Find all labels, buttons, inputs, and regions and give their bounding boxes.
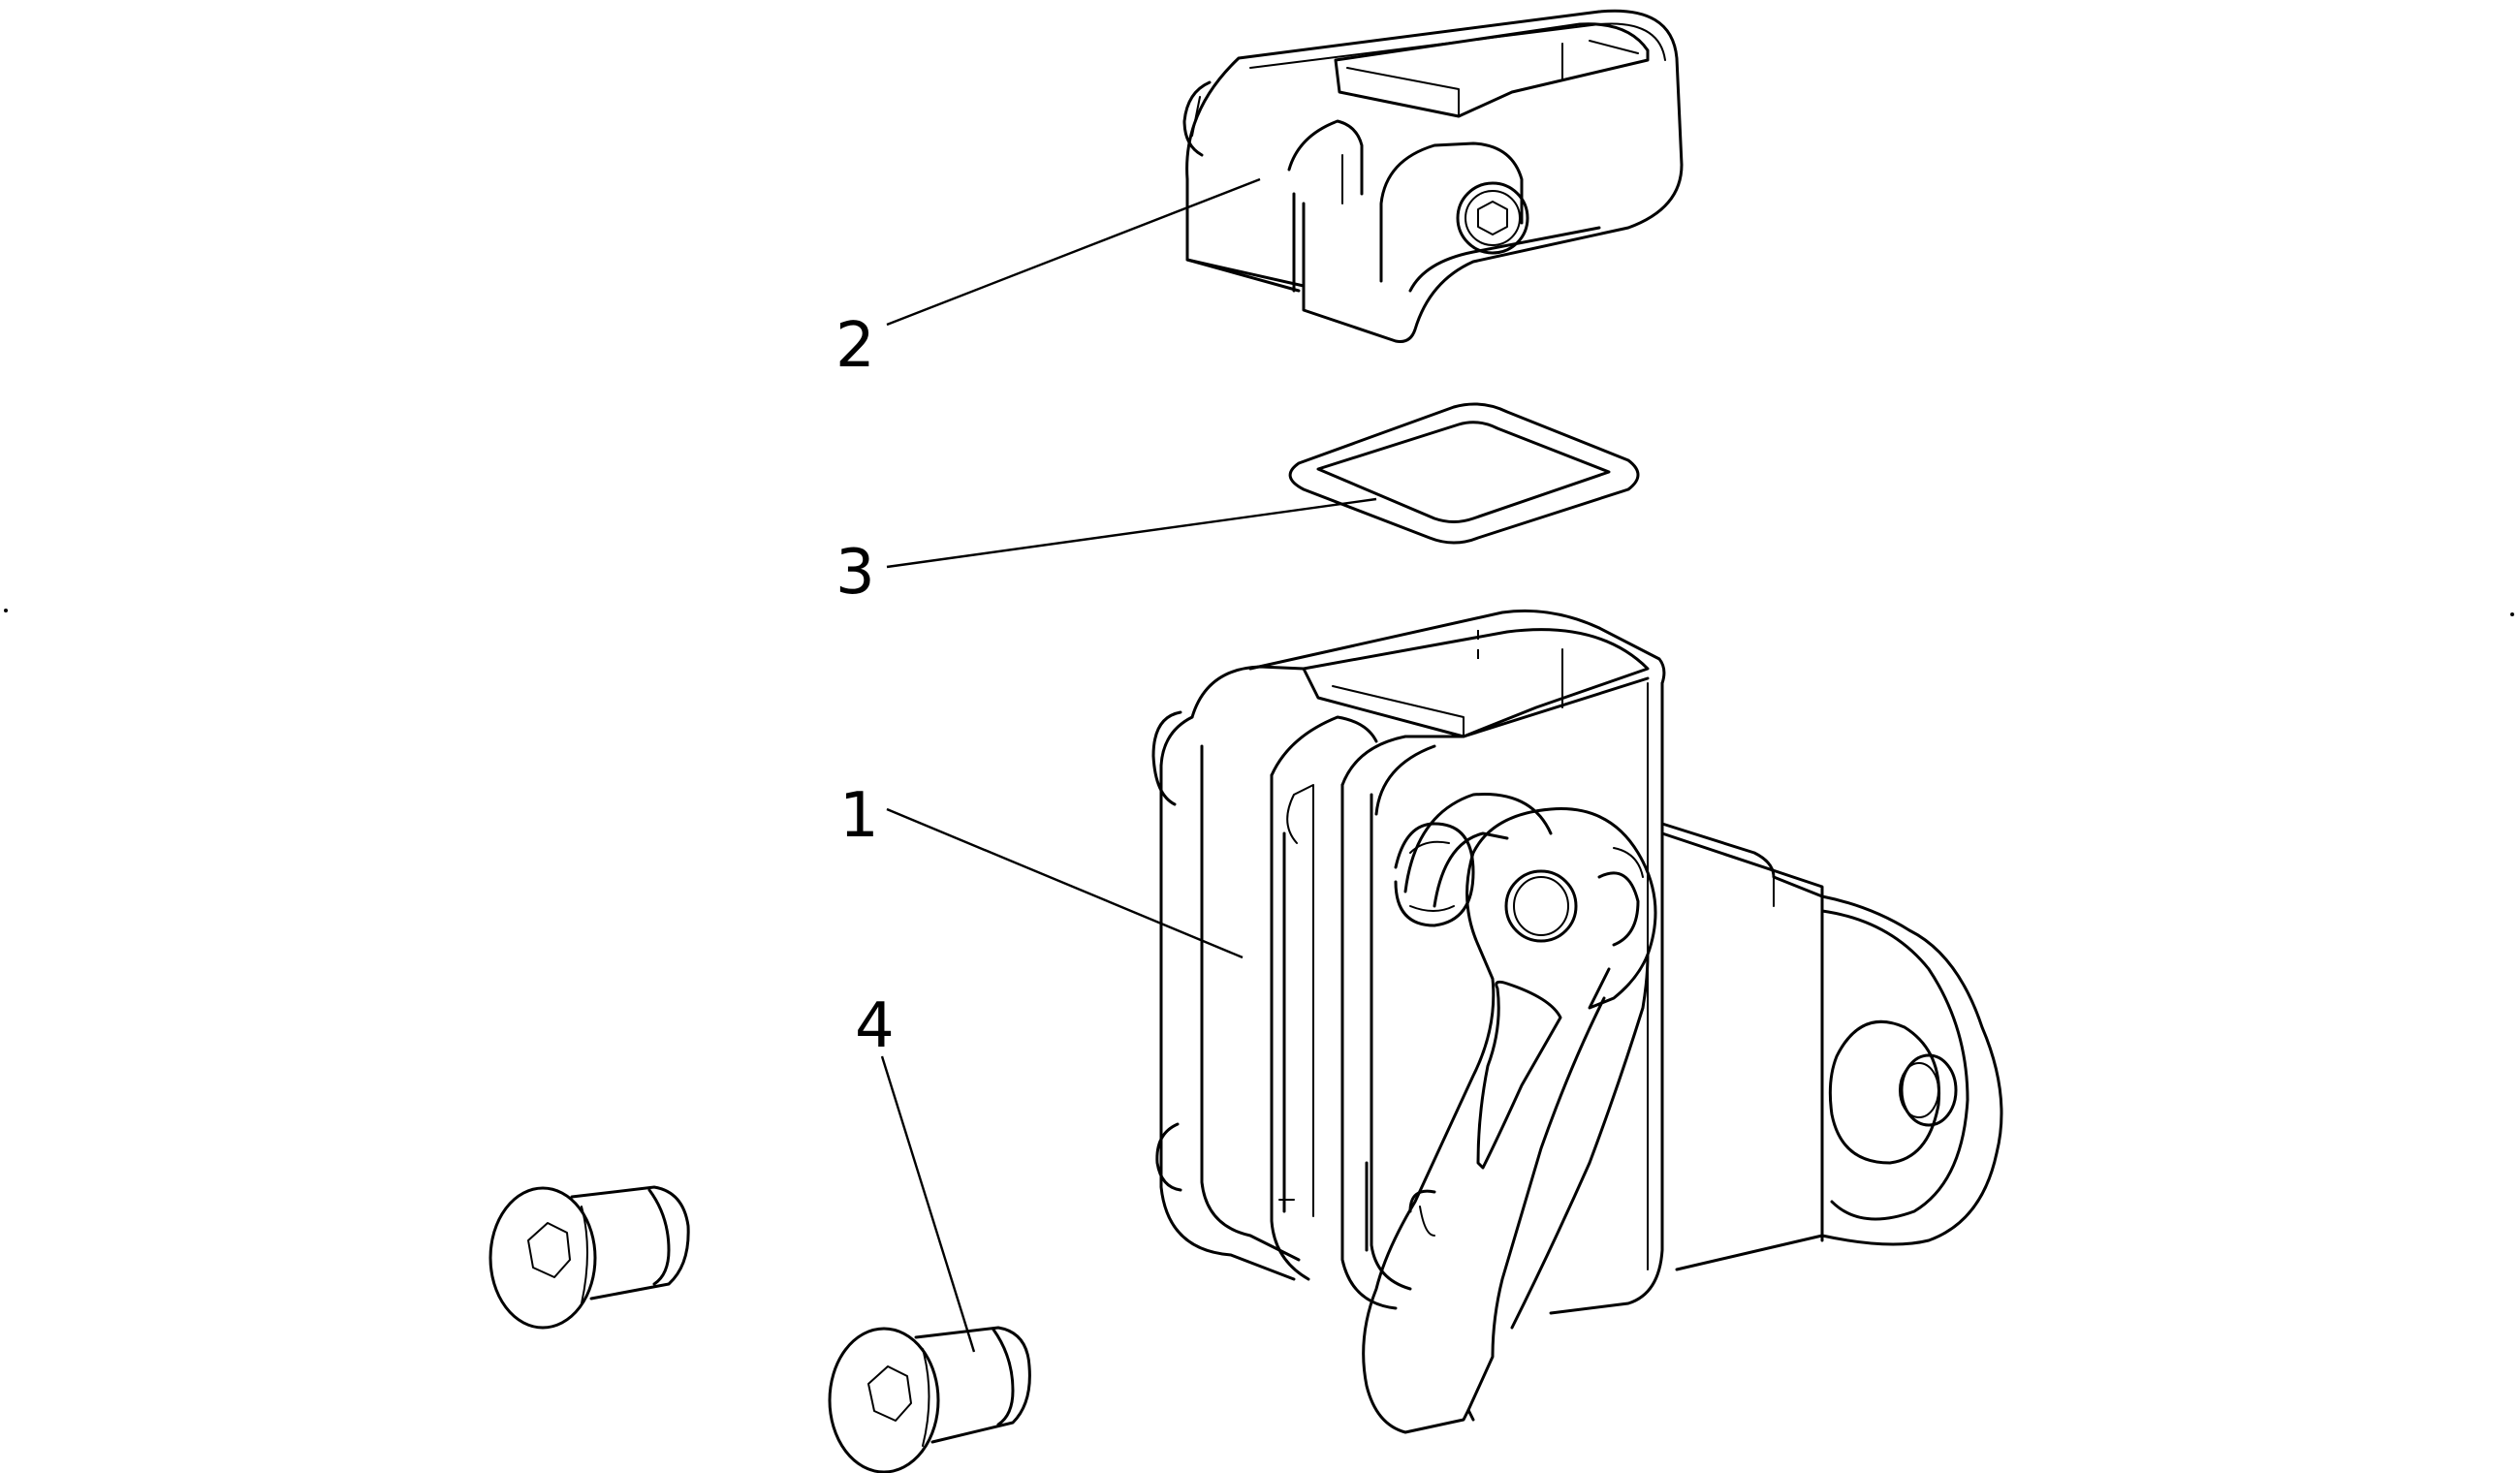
callout-4: 4 bbox=[855, 990, 895, 1062]
part-2-upper-clamp bbox=[1182, 9, 1684, 343]
part-3-square-gasket bbox=[1288, 402, 1640, 545]
leader-line-2 bbox=[886, 177, 1261, 327]
leader-line-4 bbox=[880, 1055, 976, 1353]
leader-line-3 bbox=[886, 497, 1377, 569]
edge-mark-right bbox=[2510, 612, 2514, 616]
callout-1: 1 bbox=[839, 780, 879, 852]
callout-2: 2 bbox=[835, 310, 875, 382]
part-1-hinge-body bbox=[1151, 609, 2003, 1434]
callout-3: 3 bbox=[835, 537, 875, 609]
part-4-screw-upper bbox=[488, 1185, 690, 1330]
part-4-screw-lower bbox=[828, 1326, 1031, 1473]
leader-line-1 bbox=[886, 807, 1244, 959]
edge-mark-left bbox=[4, 609, 8, 612]
